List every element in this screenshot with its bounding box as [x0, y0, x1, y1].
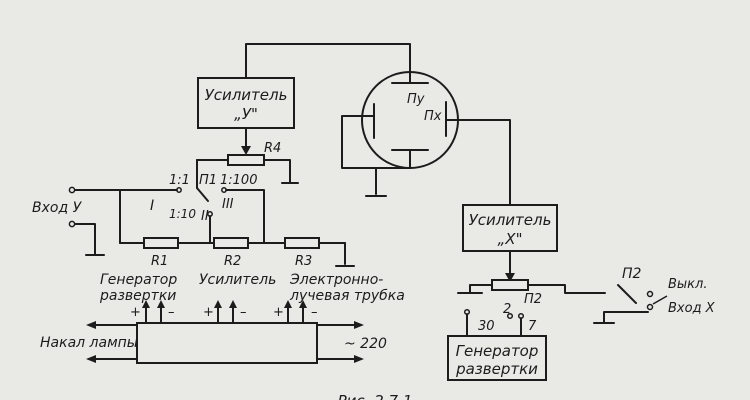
- label-switch-off: Выкл.: [668, 277, 707, 292]
- contact-gen-b: [506, 312, 514, 320]
- amplifier-x-label: Усилитель: [469, 211, 552, 229]
- wire-plate-to-amp-x: [445, 119, 511, 206]
- crt-label-px: Пх: [424, 109, 442, 124]
- label-mains: ~ 220: [344, 336, 387, 352]
- label-switch-p1: П1: [199, 173, 217, 188]
- r4-slider-arrow: [241, 146, 251, 155]
- arrow-minus-crt: [299, 300, 307, 308]
- terminal-switch-off[interactable]: [646, 290, 654, 298]
- resistor-r1: [143, 237, 179, 249]
- plus-crt: +: [273, 305, 284, 320]
- amplifier-y-label: Усилитель: [205, 86, 288, 104]
- amplifier-x-block: Усилитель „Х": [462, 204, 558, 252]
- label-input-x: Вход Х: [668, 301, 716, 316]
- label-ratio-1-100: 1:100: [220, 173, 257, 188]
- label-pos-3: III: [222, 197, 234, 212]
- wire-contact-3: [225, 189, 265, 244]
- plus-generator: +: [130, 305, 141, 320]
- label-input-y: Вход У: [32, 200, 83, 216]
- sweep-generator-box: [447, 335, 547, 381]
- minus-amplifier: –: [240, 305, 247, 320]
- crt-tube: Пу Пх: [361, 71, 459, 169]
- wire-crt-ground: [341, 115, 411, 169]
- wire-amp-y-to-plate: [245, 43, 411, 79]
- generator-label: Генератор: [456, 342, 539, 360]
- wire-x-gain-to-p2: [527, 284, 606, 294]
- label-ratio-1-1: 1:1: [169, 173, 190, 188]
- label-r4: R4: [264, 141, 281, 156]
- arrow-filament-2: [86, 355, 96, 363]
- power-supply-box: [136, 322, 318, 364]
- arrow-plus-amplifier: [214, 300, 222, 308]
- label-pos-2: II: [201, 209, 209, 224]
- resistor-r4: [227, 154, 265, 166]
- group-label-generator-1: Генератор: [100, 272, 177, 288]
- label-switch-p2: П2: [622, 266, 642, 282]
- resistor-r3: [284, 237, 320, 249]
- label-pos-1: I: [150, 198, 154, 214]
- label-gen-t7: 7: [528, 319, 537, 334]
- label-gen-switch-p2: П2: [524, 292, 542, 307]
- switch-p1-blade: [196, 187, 209, 202]
- arrow-plus-crt: [284, 300, 292, 308]
- label-r1: R1: [151, 254, 168, 269]
- arrow-plus-generator: [142, 300, 150, 308]
- minus-crt: –: [311, 305, 318, 320]
- label-r2: R2: [224, 254, 241, 269]
- arrow-minus-generator: [157, 300, 165, 308]
- label-r3: R3: [295, 254, 312, 269]
- arrow-mains-1: [354, 321, 364, 329]
- terminal-input-y-ground[interactable]: [68, 220, 76, 228]
- wire-input-y-ground: [74, 223, 96, 255]
- switch-p2-blade: [617, 284, 637, 304]
- label-filament: Накал лампы: [40, 335, 138, 351]
- arrow-filament-1: [86, 321, 96, 329]
- group-label-crt-1: Электронно-: [289, 272, 383, 288]
- crt-label-py: Пу: [407, 92, 425, 107]
- minus-generator: –: [168, 305, 175, 320]
- group-label-crt-2: лучевая трубка: [289, 288, 405, 304]
- terminal-input-y[interactable]: [68, 186, 76, 194]
- switch-p1: 1:1 П1 1:100 1:10 I II III: [150, 159, 257, 224]
- wire-r4-ground: [263, 159, 291, 183]
- group-label-generator-2: развертки: [99, 288, 176, 304]
- terminal-input-x[interactable]: [646, 303, 654, 311]
- plus-amplifier: +: [203, 305, 214, 320]
- leader-input-x: [652, 295, 668, 305]
- arrow-minus-amplifier: [229, 300, 237, 308]
- sweep-generator: 2 П2 30 7 Генератор развертки: [447, 292, 547, 381]
- wire-input-x-ground: [603, 311, 649, 323]
- resistor-x-gain: [491, 279, 529, 291]
- amplifier-x-label-2: „Х": [498, 230, 523, 248]
- generator-label-2: развертки: [455, 360, 538, 378]
- resistor-r2: [213, 237, 249, 249]
- arrow-mains-2: [354, 355, 364, 363]
- amplifier-y-label-2: „У": [234, 105, 258, 123]
- label-ratio-1-10: 1:10: [169, 207, 196, 221]
- amplifier-y-block: Усилитель „У": [197, 77, 295, 129]
- amp-x-slider-arrow: [505, 273, 515, 282]
- label-gen-t2: 2: [503, 302, 511, 317]
- power-supply: Генератор развертки Усилитель Электронно…: [40, 272, 405, 364]
- figure-caption: Рис. 2.7.1: [338, 392, 413, 400]
- label-gen-t30: 30: [478, 319, 495, 334]
- switch-p2: П2 Выкл. Вход Х: [593, 266, 716, 324]
- group-label-amplifier: Усилитель: [199, 272, 276, 288]
- wire-x-gain-ground: [469, 284, 493, 293]
